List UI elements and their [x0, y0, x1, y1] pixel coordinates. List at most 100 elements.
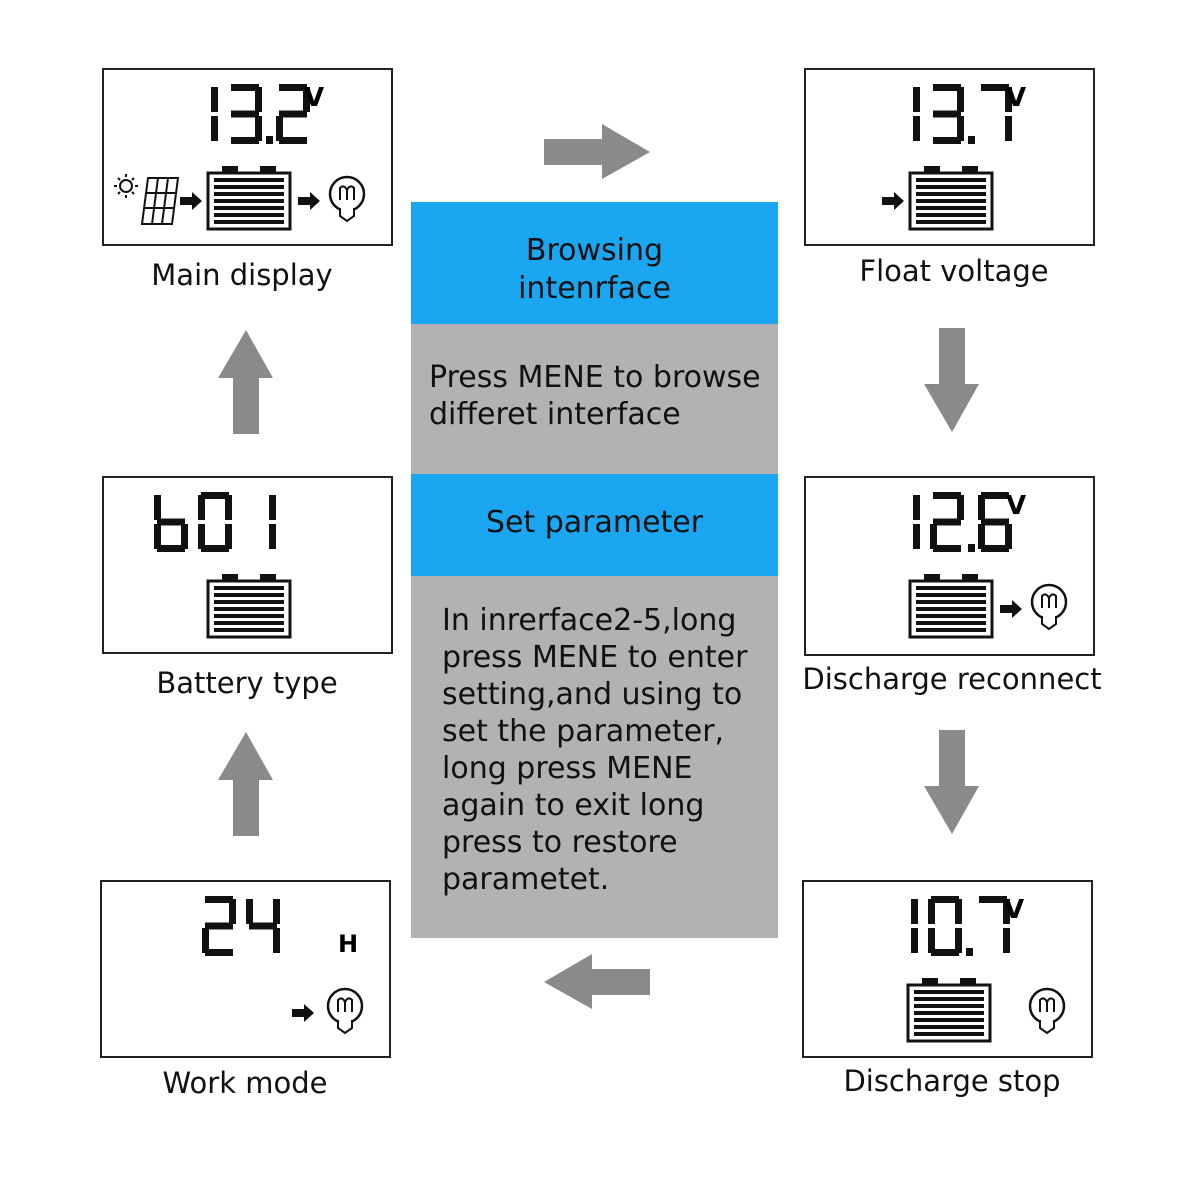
digit-segment: [202, 928, 209, 953]
caption-battery-type: Battery type: [156, 666, 338, 700]
digit-segment: [205, 949, 233, 956]
sun-icon: [114, 174, 138, 198]
digit-segment: [933, 518, 961, 526]
digit-segment: [1005, 524, 1012, 549]
battery-bar: [916, 206, 986, 210]
battery-bar: [914, 1025, 984, 1029]
digit-segment: [933, 110, 961, 118]
seven-seg-readout: [913, 84, 1012, 144]
digit-segment: [981, 518, 1009, 526]
digit-segment: [957, 495, 964, 520]
arrow-up-lower-left: [218, 732, 273, 836]
bulb-base: [339, 208, 355, 223]
battery-bar: [916, 220, 986, 224]
digit-segment: [911, 928, 918, 953]
digit-segment: [981, 84, 1009, 91]
battery-bar: [916, 593, 986, 597]
battery-bar: [914, 1004, 984, 1008]
digit-segment: [928, 899, 935, 924]
digit-segment: [181, 524, 188, 549]
digit-segment: [1005, 116, 1012, 141]
digit-segment: [913, 524, 920, 549]
battery-bar: [214, 192, 284, 196]
battery-terminal: [924, 574, 940, 581]
digit-segment: [276, 116, 283, 141]
digit-segment: [154, 495, 161, 520]
seven-seg-readout: [202, 896, 280, 956]
bulb-icon: [1028, 987, 1066, 1035]
digit-segment: [205, 896, 233, 903]
digit-segment: [269, 495, 276, 520]
arrow-up-upper-left: [218, 330, 273, 434]
digit-segment: [201, 545, 229, 552]
battery-bar: [214, 185, 284, 189]
unit-label: V: [1004, 895, 1024, 925]
digit-segment: [255, 87, 262, 112]
digit-segment: [303, 87, 310, 112]
set-text-line: set the parameter,: [442, 714, 725, 749]
battery-bar: [214, 600, 284, 604]
set-text-line: again to exit long: [442, 788, 705, 823]
arrow-down-upper-right: [924, 328, 979, 432]
digit-segment: [279, 110, 307, 118]
battery-icon: [206, 166, 292, 231]
lcd-battery-art: [154, 492, 292, 639]
lcd-float-voltage: V: [804, 68, 1095, 246]
unit-label: V: [1006, 83, 1026, 113]
lcd-discharge-stop: V: [802, 880, 1093, 1058]
battery-bar: [914, 1011, 984, 1015]
set-text-line: press to restore: [442, 825, 678, 860]
digit-segment: [1003, 928, 1010, 953]
caption-discharge-stop: Discharge stop: [843, 1064, 1061, 1098]
battery-bar: [916, 607, 986, 611]
lcd-main-art: V: [114, 83, 366, 231]
digit-segment: [211, 116, 218, 141]
decimal-point: [968, 544, 975, 552]
digit-segment: [154, 524, 161, 549]
digit-segment: [269, 524, 276, 549]
battery-terminal: [922, 978, 938, 985]
battery-bar: [214, 213, 284, 217]
digit-segment: [978, 524, 985, 549]
digit-segment: [225, 524, 232, 549]
set-text-line: long press MENE: [442, 751, 693, 786]
battery-bar: [214, 614, 284, 618]
battery-bar: [914, 990, 984, 994]
seven-seg-readout: [154, 492, 276, 552]
battery-icon: [206, 574, 292, 639]
digit-segment: [205, 922, 233, 930]
battery-terminal: [960, 978, 976, 985]
digit-segment: [157, 518, 185, 526]
seven-seg-readout: [911, 896, 1010, 956]
arrow-right-icon: [882, 192, 904, 210]
caption-float-voltage: Float voltage: [859, 254, 1049, 288]
digit-segment: [273, 928, 280, 953]
arrow-right-icon: [1000, 600, 1022, 618]
digit-segment: [957, 116, 964, 141]
set-parameter-instructions: In inrerface2-5,long press MENE to enter…: [411, 576, 778, 938]
digit-segment: [249, 922, 277, 930]
battery-bar: [214, 586, 284, 590]
set-parameter-header: Set parameter: [411, 474, 778, 576]
seven-seg-readout: [913, 492, 1012, 552]
battery-bar: [916, 621, 986, 625]
battery-bar: [916, 178, 986, 182]
battery-bar: [214, 206, 284, 210]
digit-segment: [231, 137, 259, 144]
decimal-point: [266, 136, 273, 144]
lcd-stop-art: V: [906, 895, 1066, 1043]
battery-icon: [906, 978, 992, 1043]
digit-segment: [231, 110, 259, 118]
digit-segment: [979, 896, 1007, 903]
digit-segment: [913, 495, 920, 520]
unit-label: V: [304, 83, 324, 113]
bulb-base: [1039, 1020, 1055, 1035]
browsing-title-line-2: intenrface: [518, 271, 671, 306]
digit-segment: [273, 899, 280, 924]
battery-bar: [214, 607, 284, 611]
set-parameter-title: Set parameter: [485, 505, 704, 540]
digit-segment: [930, 524, 937, 549]
browsing-interface-header: Browsing intenrface: [411, 202, 778, 324]
battery-terminal: [962, 166, 978, 173]
arrow-down-lower-right: [924, 730, 979, 834]
